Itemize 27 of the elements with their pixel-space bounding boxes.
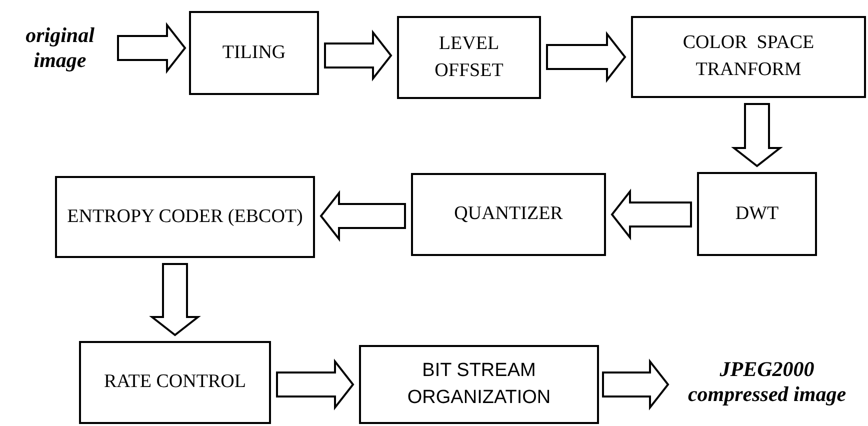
- block-arrow: [117, 22, 186, 74]
- block-arrow: [320, 190, 406, 242]
- process-box: [55, 176, 315, 258]
- box-label: RATE CONTROL: [104, 370, 246, 394]
- block-arrow: [546, 31, 626, 83]
- block-arrow: [602, 358, 670, 410]
- flow-label: original image: [24, 22, 96, 74]
- block-arrow: [324, 30, 392, 82]
- block-arrow: [731, 103, 783, 168]
- box-label: LEVEL OFFSET: [434, 32, 504, 82]
- process-box: [411, 173, 606, 256]
- process-box: [79, 341, 271, 424]
- box-label: BIT STREAM ORGANIZATION: [406, 358, 552, 410]
- process-box: [359, 345, 599, 424]
- flow-label: JPEG2000 compressed image: [686, 356, 848, 408]
- box-label: COLOR SPACE TRANFORM: [682, 31, 816, 82]
- box-label: DWT: [735, 202, 779, 226]
- block-arrow: [610, 188, 692, 240]
- process-box: [189, 11, 319, 95]
- box-label: TILING: [222, 40, 286, 65]
- process-box: [697, 172, 817, 256]
- box-label: ENTROPY CODER (EBCOT): [67, 204, 303, 229]
- block-arrow: [149, 263, 201, 336]
- process-box: [631, 16, 866, 98]
- process-box: [397, 16, 541, 99]
- block-arrow: [276, 358, 354, 410]
- box-label: QUANTIZER: [454, 202, 563, 226]
